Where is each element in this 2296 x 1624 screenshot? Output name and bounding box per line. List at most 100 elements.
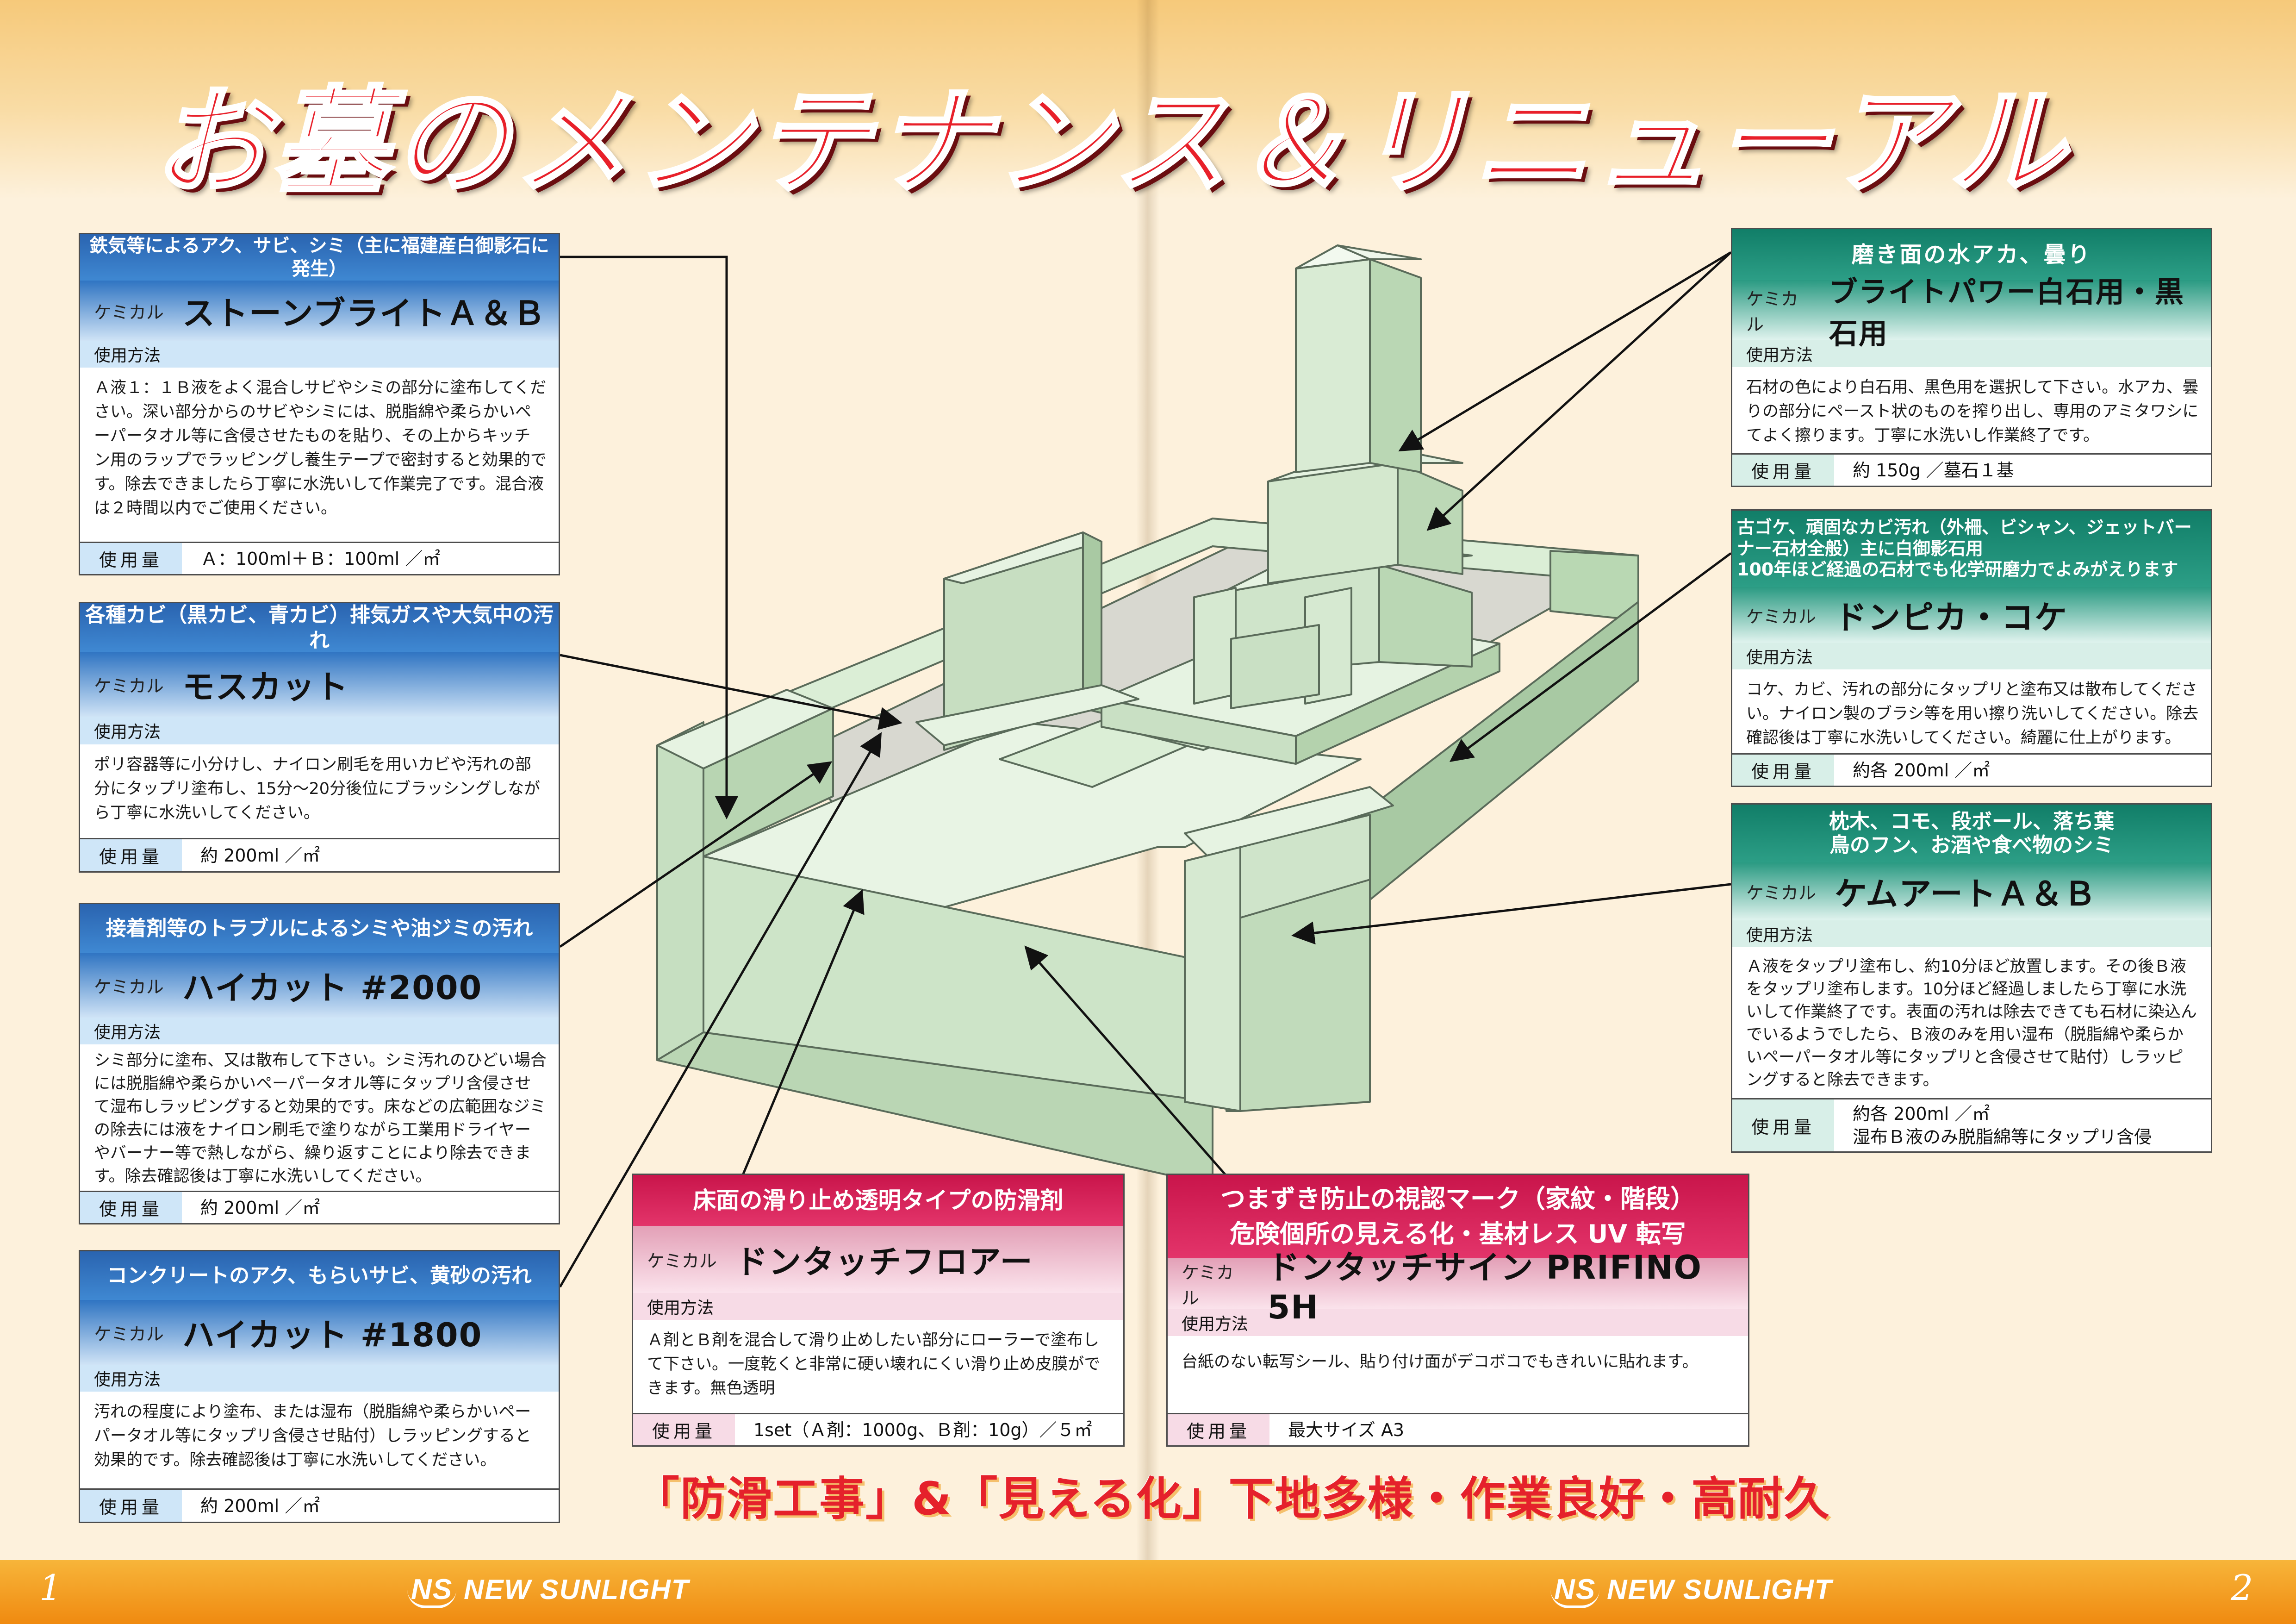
amount-value: 1set（Ａ剤：1000g、Ｂ剤：10g）／５㎡ (753, 1419, 1092, 1440)
category-label: ケミカル (94, 1324, 164, 1344)
product-name: モスカット (182, 668, 349, 706)
amount-value: 約 150g ／墓石１基 (1853, 460, 2014, 481)
product-name: ストーンブライトＡ＆Ｂ (182, 294, 547, 332)
tomb-base-side (1295, 643, 1500, 765)
usage-description: シミ部分に塗布、又は散布して下さい。シミ汚れのひどい場合には脱脂綿や柔らかいペー… (94, 1051, 547, 1186)
card-header: つまずき防止の視認マーク（家紋・階段） 危険個所の見える化・基材レス UV 転写 (1168, 1175, 1748, 1258)
category-label: ケミカル (1746, 289, 1798, 335)
usage-description: ポリ容器等に小分けし、ナイロン刷毛を用いカビや汚れの部分にタップリ塗布し、15分… (94, 756, 541, 822)
card-product-row: ケミカル ストーンブライトＡ＆Ｂ (80, 281, 559, 341)
amount-label: 使用量 (80, 1490, 182, 1522)
usage-heading: 使用方法 (80, 717, 559, 744)
leader-stonebright (560, 256, 738, 819)
tomb-step1-side (1378, 564, 1473, 668)
bokushi-base (915, 684, 1139, 746)
amount-label: 使用量 (80, 839, 182, 871)
amount-row: 使用量 約 200ml ／㎡ (80, 1488, 559, 1522)
category-label: ケミカル (1182, 1262, 1234, 1308)
leader-donfloor (739, 889, 865, 1181)
amount-value: 約 200ml ／㎡ (200, 1197, 320, 1218)
amount-value: 約各 200ml ／㎡ (1853, 1104, 1990, 1124)
usage-heading: 使用方法 (80, 1365, 559, 1392)
card-header: 床面の滑り止め透明タイプの防滑剤 (633, 1175, 1123, 1226)
amount-label: 使用量 (1732, 755, 1834, 786)
leader-brightpower-1 (1398, 251, 1732, 452)
amount-label: 使用量 (1168, 1414, 1269, 1445)
product-card-brightpower: 磨き面の水アカ、曇り ケミカル ブライトパワー白石用・黒石用 使用方法 石材の色… (1731, 228, 2212, 487)
card-product-row: ケミカル ハイカット #1800 (80, 1300, 559, 1365)
brand-name: NEW SUNLIGHT (1607, 1574, 1833, 1605)
usage-heading: 使用方法 (80, 341, 559, 368)
card-header: 磨き面の水アカ、曇り (1732, 229, 2211, 280)
bokushi-side (1082, 531, 1102, 714)
amount-label: 使用量 (80, 1192, 182, 1223)
amount-row: 使用量 約各 200ml ／㎡ 湿布Ｂ液のみ脱脂綿等にタップリ含侵 (1732, 1098, 2211, 1151)
product-name: ドンタッチフロアー (735, 1243, 1033, 1281)
amount-value: 約各 200ml ／㎡ (1853, 760, 1990, 781)
product-card-donfloor: 床面の滑り止め透明タイプの防滑剤 ケミカル ドンタッチフロアー 使用方法 Ａ剤と… (632, 1174, 1125, 1447)
product-card-donpika: 古ゴケ、頑固なカビ汚れ（外柵、ビシャン、ジェットバーナー石材全般）主に白御影石用… (1731, 509, 2212, 787)
product-card-chemart: 枕木、コモ、段ボール、落ち葉 鳥のフン、お酒や食べ物のシミ ケミカル ケムアート… (1731, 803, 2212, 1153)
page-number-right: 2 (2231, 1567, 2253, 1608)
usage-description: Ａ剤とＢ剤を混合して滑り止めしたい部分にローラーで塗布して下さい。一度乾くと非常… (647, 1331, 1101, 1398)
fence-right-top (1549, 550, 1639, 621)
usage-heading: 使用方法 (1168, 1309, 1748, 1336)
product-name: ハイカット #2000 (182, 968, 483, 1007)
amount-value: 約 200ml ／㎡ (200, 1495, 320, 1516)
category-label: ケミカル (647, 1251, 717, 1271)
card-product-row: ケミカル ブライトパワー白石用・黒石用 (1732, 275, 2211, 350)
fence-left-post-front (656, 721, 704, 1061)
amount-row: 使用量 約 200ml ／㎡ (80, 1191, 559, 1223)
amount-row: 使用量 Ａ：100ml＋Ｂ：100ml ／㎡ (80, 542, 559, 574)
leader-hicut2000 (559, 761, 833, 948)
product-card-hicut2000: 接着剤等のトラブルによるシミや油ジミの汚れ ケミカル ハイカット #2000 使… (79, 903, 560, 1224)
usage-description: 石材の色により白石用、黒色用を選択して下さい。水アカ、曇りの部分にペースト状のも… (1746, 378, 2199, 445)
tomb-step2-side (1397, 462, 1463, 575)
usage-description: コケ、カビ、汚れの部分にタップリと塗布又は散布してください。ナイロン製のブラシ等… (1746, 681, 2199, 747)
usage-description: 台紙のない転写シール、貼り付け面がデコボコでもきれいに貼れます。 (1182, 1353, 1699, 1371)
incense-stand (1230, 624, 1320, 709)
amount-label: 使用量 (80, 543, 182, 574)
slogan: 「防滑工事」&「見える化」下地多様・作業良好・高耐久 (634, 1473, 1830, 1525)
card-header: コンクリートのアク、もらいサビ、黄砂の汚れ (80, 1251, 559, 1300)
card-product-row: ケミカル ケムアートＡ＆Ｂ (1732, 862, 2211, 920)
category-label: ケミカル (94, 976, 164, 997)
card-product-row: ケミカル ドンピカ・コケ (1732, 587, 2211, 643)
leader-moscut (560, 654, 902, 730)
amount-row: 使用量 約 150g ／墓石１基 (1732, 453, 2211, 486)
card-header: 枕木、コモ、段ボール、落ち葉 鳥のフン、お酒や食べ物のシミ (1732, 805, 2211, 862)
category-label: ケミカル (1746, 606, 1816, 627)
product-name: ブライトパワー白石用・黒石用 (1829, 275, 2184, 350)
product-card-donsign: つまずき防止の視認マーク（家紋・階段） 危険個所の見える化・基材レス UV 転写… (1166, 1174, 1749, 1447)
flower-holder-left (1193, 587, 1237, 705)
amount-value: Ａ：100ml＋Ｂ：100ml ／㎡ (200, 548, 441, 569)
card-product-row: ケミカル ドンタッチフロアー (633, 1226, 1123, 1293)
header-band (0, 0, 2296, 199)
usage-heading: 使用方法 (1732, 920, 2211, 947)
product-name: ケムアートＡ＆Ｂ (1834, 875, 2097, 913)
usage-heading: 使用方法 (1732, 340, 2211, 367)
usage-description: Ａ液をタップリ塗布し、約10分ほど放置します。その後Ｂ液をタップリ塗布します。1… (1746, 957, 2197, 1089)
product-name: ドンピカ・コケ (1834, 598, 2068, 637)
amount-row: 使用量 最大サイズ A3 (1168, 1413, 1748, 1445)
page-number-left: 1 (39, 1567, 62, 1608)
leader-donsign (1024, 945, 1227, 1177)
card-header: 鉄気等によるアク、サビ、シミ（主に福建産白御影石に発生） (80, 234, 559, 281)
amount-value: 約 200ml ／㎡ (200, 845, 320, 866)
category-label: ケミカル (94, 302, 164, 323)
card-product-row: ケミカル モスカット (80, 652, 559, 717)
brand-logo-icon: NS (1550, 1574, 1600, 1608)
product-card-stonebright: 鉄気等によるアク、サビ、シミ（主に福建産白御影石に発生） ケミカル ストーンブラ… (79, 233, 560, 575)
tombstone-pillar-side (1369, 258, 1422, 473)
leader-donpika (1449, 552, 1732, 762)
category-label: ケミカル (1746, 883, 1816, 903)
card-header: 各種カビ（黒カビ、青カビ）排気ガスや大気中の汚れ (80, 603, 559, 652)
product-name: ハイカット #1800 (182, 1316, 483, 1354)
amount-row: 使用量 1set（Ａ剤：1000g、Ｂ剤：10g）／５㎡ (633, 1413, 1123, 1445)
page-title: お墓のメンテナンス＆リニューアル (151, 74, 2070, 212)
usage-description: 汚れの程度により塗布、または湿布（脱脂綿や柔らかいペーパータオル等にタップリ含侵… (94, 1403, 532, 1469)
leader-brightpower-2 (1426, 251, 1732, 531)
